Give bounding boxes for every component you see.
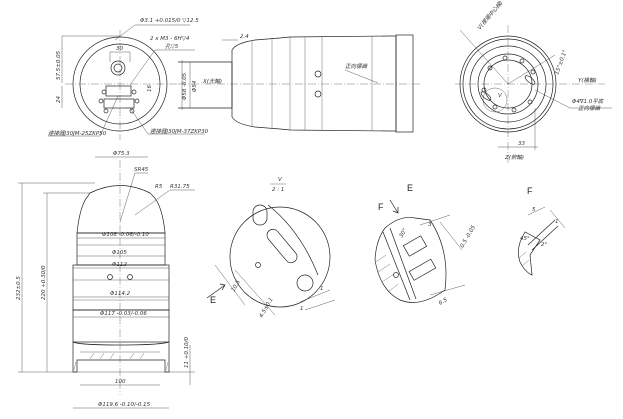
dim-24: 24	[56, 96, 62, 103]
dim-0-5: 0.5 -0.05	[460, 224, 478, 249]
detail-e-title: E	[407, 183, 413, 193]
height-220-dim: 220 +0.30/0	[41, 265, 47, 300]
dim-10-5: 10.5	[231, 279, 243, 293]
phi117-dim: Φ117 -0.03/-0.06	[100, 311, 147, 317]
dim-5: 5	[532, 207, 536, 213]
phi108-dim: Φ108 -0.06/-0.10	[102, 232, 149, 238]
detail-f-title: F	[527, 186, 533, 196]
top-view: Φ3.1 +0.015/0 ▽12.5 2 x M3 - 6H▽4 孔▽5 30…	[48, 18, 209, 140]
connector-right-label: 連接器J30JM-37ZKP30	[150, 128, 209, 135]
phi114-2-dim: Φ114.2	[110, 291, 131, 297]
dim-6-5: 6.5	[438, 297, 449, 307]
angle-30: 30°	[399, 227, 409, 239]
detail-v-ref: V	[498, 93, 503, 99]
dim-phi75-3: Φ75.3	[113, 151, 130, 157]
orientation-note-label: 正向標識	[578, 105, 601, 112]
angle-45: 45°	[520, 236, 530, 242]
axis-v-label: V(視場中心線)	[476, 0, 504, 31]
detail-v-title: V	[278, 177, 283, 183]
dim-33: 33	[518, 141, 525, 147]
dim-1b: 1	[300, 306, 304, 312]
axis-z-label: Z(俯軸)	[504, 154, 524, 161]
angle-2: 2°	[541, 242, 547, 248]
angle-15-label: 15°±0.1°	[554, 49, 569, 76]
detail-f: F 5 1 45° 2°	[518, 186, 566, 276]
dim-11: 11 +0.10/0	[184, 337, 190, 368]
dim-16: 16	[147, 85, 153, 92]
end-view: V(視場中心線) 15°±0.1° Y(橫軸) Φ4∇1.0平底 正向標識 33…	[455, 0, 612, 165]
front-elevation: Φ75.3 SR45 R5 R31.75 232±0.5 220 +0.30/0…	[16, 151, 195, 409]
dim-phi58: Φ58 -0.05	[182, 72, 188, 100]
view-f-marker: F	[378, 202, 384, 212]
axis-y-label: Y(橫軸)	[578, 77, 597, 84]
thread-spec-label: 2 x M3 - 6H▽4	[150, 36, 190, 42]
phi119-6-dim: Φ119.6 -0.10/-0.15	[98, 402, 151, 408]
hole-depth-label: 孔▽5	[165, 43, 179, 50]
detail-e: E F 3 30° 0.5 -0.05 6.5	[374, 183, 478, 307]
detail-v-scale: 2 : 1	[272, 187, 284, 193]
r5-label: R5	[155, 184, 163, 190]
dim-1a: 1	[320, 286, 324, 292]
r31-75-label: R31.75	[170, 184, 190, 190]
connector-left-label: 連接器J30JM-25ZKP50	[48, 130, 107, 137]
orientation-mark-label: 正向標識	[345, 63, 368, 70]
dim-4-5: 4.5±0.1	[259, 297, 275, 319]
detail-v: V 2 : 1 E 10.5 4.5±0.1 1 1	[206, 177, 336, 319]
view-e-marker: E	[210, 295, 216, 305]
dim-100: 100	[115, 379, 126, 385]
dim-phi54: Φ54	[192, 80, 198, 92]
dim-30: 30	[116, 46, 123, 52]
dim-3: 3	[428, 222, 432, 228]
hole-spec-label: Φ3.1 +0.015/0 ▽12.5	[140, 18, 199, 24]
dim-57-5: 57.5±0.05	[56, 50, 62, 80]
dim-1: 1	[555, 219, 559, 225]
dim-2-4: 2.4	[240, 34, 249, 40]
sr45-label: SR45	[134, 167, 149, 173]
axis-x-label: X(光軸)	[202, 78, 222, 85]
total-height-dim: 232±0.5	[16, 276, 22, 300]
phi112-dim: Φ112	[112, 262, 127, 268]
side-view: Φ54 Φ58 -0.05 X(光軸) 2.4 正向標識	[178, 34, 422, 133]
phi105-dim: Φ105	[112, 250, 127, 256]
hole-note-label: Φ4∇1.0平底	[572, 98, 605, 105]
